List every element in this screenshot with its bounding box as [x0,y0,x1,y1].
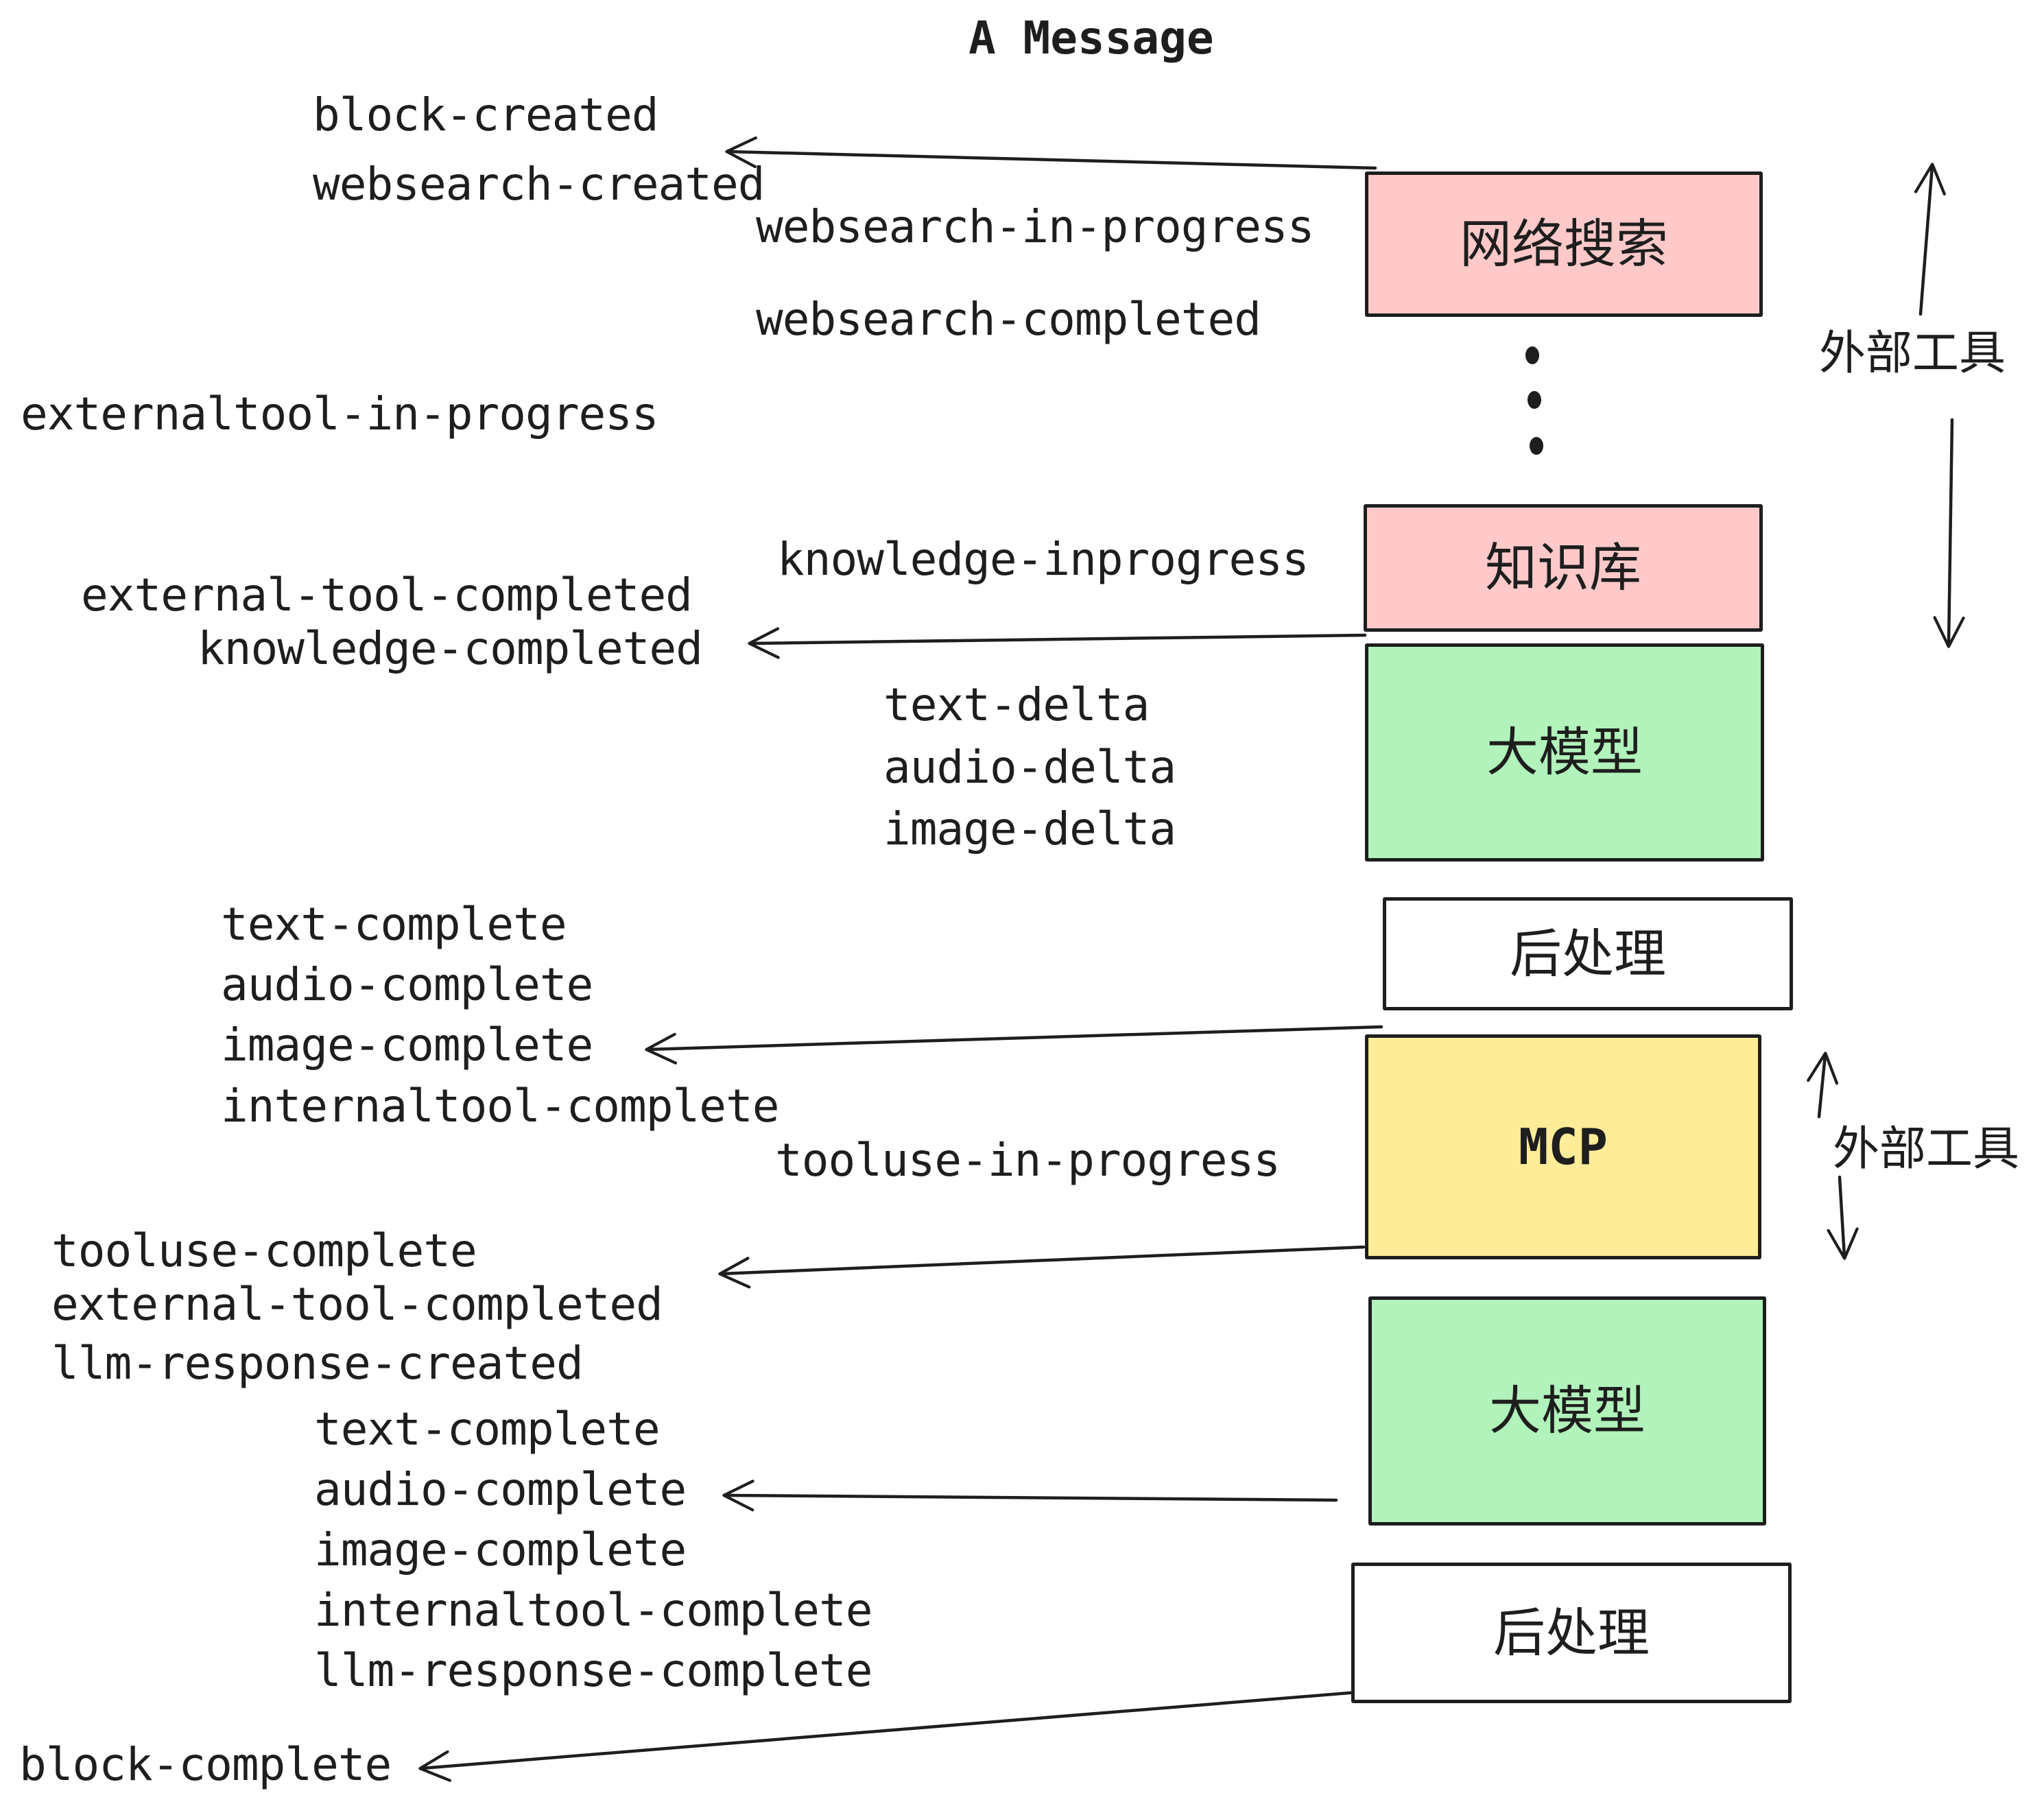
side-label-external-tools-2: 外部工具 [1833,1122,2020,1176]
box-knowledge: 知识库 [1364,504,1763,632]
event-label-audio-complete: audio-complete [221,958,593,1011]
event-label-external-tool-completed: external-tool-completed [51,1278,663,1331]
arrow-to-knowledge-completed [748,627,1367,659]
event-label-websearch-completed: websearch-completed [756,293,1261,346]
event-label-llm-response-created: llm-response-created [51,1337,584,1390]
event-label-internaltool-complete: internaltool-complete [221,1080,779,1132]
event-label-text-complete: text-complete [221,898,567,951]
event-label-knowledge-inprogress: knowledge-inprogress [777,533,1309,586]
event-label-block-created: block-created [313,88,659,141]
event-label-tooluse-in-progress: tooluse-in-progress [775,1134,1281,1187]
box-websearch: 网络搜索 [1365,171,1763,317]
event-label-image-complete: image-complete [221,1019,593,1071]
side-label-external-tools-1: 外部工具 [1819,327,2006,381]
box-post-process-2: 后处理 [1351,1563,1792,1703]
arrow-external-tools-2-up [1807,1052,1839,1119]
event-label-text-complete: text-complete [314,1403,661,1456]
box-mcp: MCP [1365,1034,1761,1259]
event-label-tooluse-complete: tooluse-complete [51,1224,477,1277]
event-label-websearch-in-progress: websearch-in-progress [756,200,1314,253]
ellipsis-dot-3 [1530,437,1543,455]
ellipsis-dot-1 [1525,346,1539,364]
box-llm-1: 大模型 [1365,643,1764,862]
event-label-websearch-created: websearch-created [313,158,765,211]
box-post-process-1: 后处理 [1383,897,1793,1010]
arrow-to-block-complete [418,1689,1368,1782]
event-label-audio-delta: audio-delta [883,741,1176,794]
event-label-externaltool-in-progress: externaltool-in-progress [21,388,659,440]
arrow-to-audio-complete [722,1480,1338,1512]
ellipsis-dot-2 [1528,391,1541,409]
arrow-to-image-complete [645,1025,1383,1065]
event-label-internaltool-complete: internaltool-complete [314,1584,872,1637]
event-label-knowledge-completed: knowledge-completed [198,622,703,675]
arrow-to-block-created [725,136,1377,170]
event-label-image-delta: image-delta [883,803,1176,855]
arrow-to-tooluse-complete [718,1245,1366,1289]
event-label-audio-complete: audio-complete [314,1463,687,1516]
event-label-external-tool-completed: external-tool-completed [81,569,693,621]
event-label-image-complete: image-complete [314,1523,687,1576]
box-llm-2: 大模型 [1368,1296,1766,1526]
event-label-llm-response-complete: llm-response-complete [314,1644,872,1697]
event-label-block-complete: block-complete [19,1738,392,1791]
diagram-title: A Message [968,12,1214,64]
event-label-text-delta: text-delta [883,678,1150,731]
arrow-external-tools-1-down [1933,418,1965,648]
arrow-external-tools-2-down [1827,1175,1859,1260]
arrow-external-tools-1-up [1914,163,1946,316]
